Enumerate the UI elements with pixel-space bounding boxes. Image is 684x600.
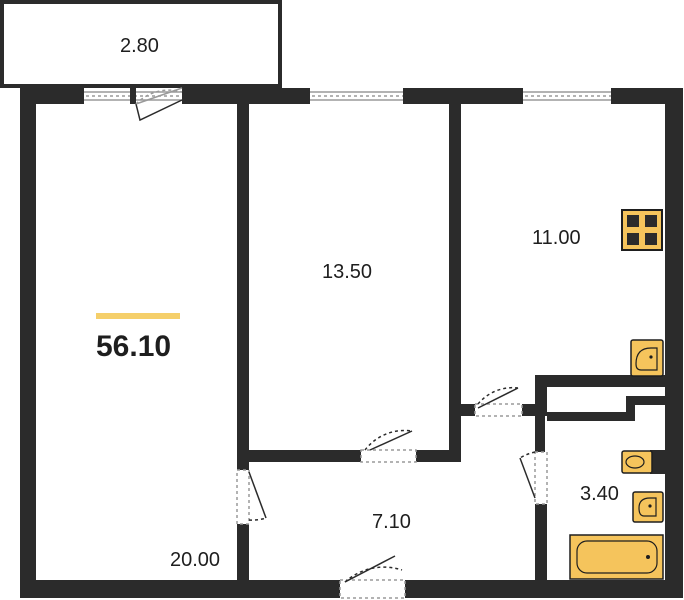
window-living-room <box>78 88 188 104</box>
bathtub-icon <box>569 534 664 580</box>
kitchen-sink-icon <box>630 339 664 377</box>
door-bathroom <box>519 451 548 505</box>
toilet-icon <box>621 450 665 474</box>
door-kitchen <box>474 386 523 417</box>
room-area-hallway: 7.10 <box>372 511 411 533</box>
outer-walls <box>20 88 683 598</box>
window-kitchen <box>517 88 617 104</box>
window-bedroom <box>304 88 409 104</box>
total-area-accent-bar <box>96 313 180 319</box>
room-area-bathroom: 3.40 <box>580 483 619 505</box>
door-living-room <box>236 469 267 525</box>
room-area-balcony: 2.80 <box>120 35 159 57</box>
doors <box>135 87 548 599</box>
washbasin-icon <box>632 491 664 523</box>
room-area-kitchen: 11.00 <box>532 227 581 249</box>
door-balcony <box>135 87 183 122</box>
door-bedroom <box>360 429 417 463</box>
stove-icon <box>621 209 663 251</box>
balcony-outline <box>0 0 282 88</box>
windows <box>78 88 617 104</box>
door-entrance <box>339 555 406 599</box>
interior-walls <box>237 104 668 584</box>
total-area-value: 56.10 <box>96 330 171 363</box>
room-area-living-room: 20.00 <box>170 549 220 571</box>
room-area-bedroom: 13.50 <box>322 261 372 283</box>
